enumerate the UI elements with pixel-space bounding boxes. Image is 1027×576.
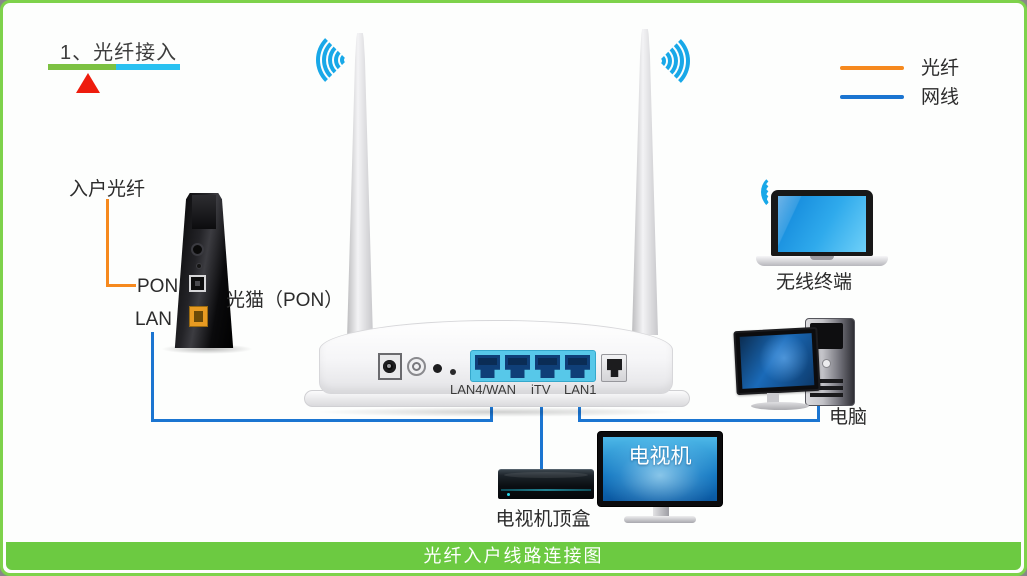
wifi-signal-icon <box>302 29 347 91</box>
lan-port-label: LAN <box>135 309 172 330</box>
tv-label: 电视机 <box>628 445 692 468</box>
cable-router-wan-up <box>490 404 493 422</box>
pc-vent <box>810 379 843 383</box>
pc-monitor-stand <box>751 402 809 410</box>
tv-stand <box>624 516 696 523</box>
stb-device <box>498 469 594 499</box>
modem-reset-button-icon <box>196 263 202 269</box>
router-shadow <box>315 407 681 417</box>
progress-done-segment <box>48 64 116 70</box>
modem-pon-port-icon <box>189 275 206 292</box>
fiber-path-vertical <box>106 199 109 287</box>
legend-fiber-label: 光纤 <box>921 58 960 79</box>
stb-label: 电视机顶盒 <box>495 509 591 530</box>
incoming-fiber-label: 入户光纤 <box>69 179 146 200</box>
modem-label: 光猫（PON） <box>226 290 344 311</box>
cable-lan1-to-pc-horizontal <box>578 419 820 422</box>
pon-port-label: PON <box>137 276 179 297</box>
wireless-terminal-label: 无线终端 <box>775 272 852 293</box>
tv-frame: 电视机 <box>597 431 723 507</box>
pc-screen <box>739 333 815 389</box>
cable-modem-to-router-horizontal <box>151 419 493 422</box>
modem-shadow <box>161 344 253 354</box>
tv-group: 电视机 <box>597 431 725 523</box>
pc-monitor-neck <box>767 393 779 403</box>
laptop-display <box>778 196 866 252</box>
modem-device <box>174 193 234 348</box>
laptop-group: 无线终端 <box>738 185 890 293</box>
footer-title: 光纤入户线路连接图 <box>423 546 604 566</box>
stb-group: 电视机顶盒 <box>483 466 603 530</box>
tv-neck <box>653 507 669 516</box>
progress-todo-segment <box>116 64 180 70</box>
rj45-port-icon <box>565 355 590 378</box>
stb-led-icon <box>507 493 510 496</box>
pc-power-button-icon <box>822 359 831 368</box>
cable-modem-lan-down <box>151 332 154 422</box>
wifi-signal-icon <box>736 174 768 222</box>
step-marker-triangle-icon <box>76 73 100 93</box>
router-port-panel <box>470 350 596 382</box>
router-port-label-itv: iTV <box>531 382 551 397</box>
pc-vent <box>810 393 843 397</box>
cable-lan1-down <box>578 402 581 422</box>
laptop-screen <box>771 190 873 256</box>
router-power-button-icon <box>407 357 426 376</box>
modem-top-panel <box>191 195 217 229</box>
rj45-port-icon <box>475 355 500 378</box>
computer-label: 电脑 <box>829 407 868 428</box>
rj45-port-icon <box>535 355 560 378</box>
modem-power-jack-icon <box>191 243 204 256</box>
legend-cable-label: 网线 <box>921 87 960 108</box>
stb-sheen <box>504 472 588 478</box>
router-reset-button-icon <box>450 369 456 375</box>
wifi-signal-icon <box>659 30 704 92</box>
legend-cable-line-icon <box>840 95 904 99</box>
router-port-label-lan1: LAN1 <box>564 382 597 397</box>
fiber-path-horizontal <box>106 284 136 287</box>
legend-fiber-line-icon <box>840 66 904 70</box>
step-progress-bar <box>48 64 180 70</box>
footer-title-bar: 光纤入户线路连接图 <box>6 542 1021 570</box>
step-title: 1、光纤接入 <box>60 42 178 64</box>
router-power-jack-icon <box>378 353 402 380</box>
pc-monitor <box>733 326 821 396</box>
modem-lan-port-icon <box>189 306 208 327</box>
router-wps-button-icon <box>433 364 442 373</box>
router-phone-port-icon <box>601 354 627 382</box>
tv-screen <box>603 437 717 501</box>
cable-pc-up <box>817 402 820 422</box>
router-port-label-wan: LAN4/WAN <box>450 382 516 397</box>
pc-vent <box>810 386 843 390</box>
rj45-port-icon <box>505 355 530 378</box>
cable-itv-to-stb <box>540 402 543 472</box>
stb-accent-line <box>501 489 591 491</box>
desktop-pc-group: 电脑 <box>729 313 894 428</box>
laptop-base <box>756 256 888 266</box>
